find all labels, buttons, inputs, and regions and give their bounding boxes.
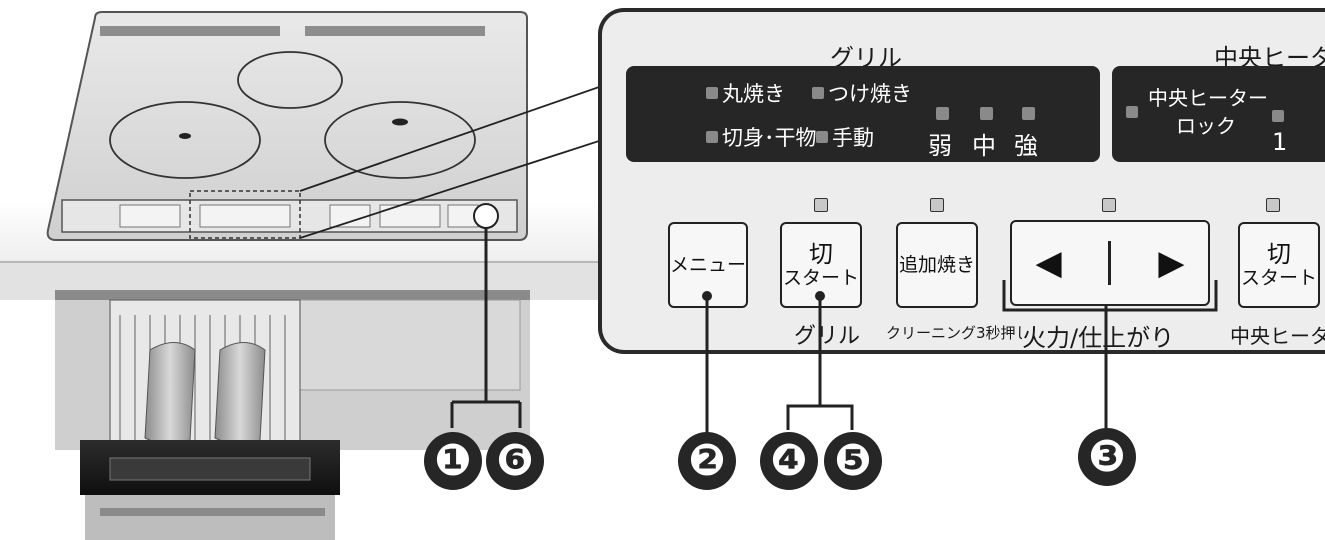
divider bbox=[1108, 241, 1112, 285]
center-caption: 中央ヒータ bbox=[1230, 324, 1325, 348]
mode-tsukeyaki: つけ焼き bbox=[812, 78, 912, 108]
heat-label-high: 強 bbox=[1014, 132, 1038, 160]
extra-bake-lamp bbox=[930, 198, 944, 212]
center-lock-label-2: ロック bbox=[1176, 114, 1236, 138]
lock-lamp bbox=[1126, 106, 1138, 118]
control-panel-zoom: グリル 中央ヒータ 丸焼き つけ焼き 切身･干物 手動 弱 中 強 中央ヒーター… bbox=[598, 8, 1325, 354]
center-start-button[interactable]: 切 スタート bbox=[1238, 222, 1320, 308]
heat-label-low: 弱 bbox=[928, 132, 952, 160]
extra-bake-button[interactable]: 追加焼き bbox=[896, 222, 978, 308]
center-heater-display: 中央ヒーター ロック 1 bbox=[1112, 66, 1325, 162]
heat-bracket bbox=[1002, 280, 1218, 312]
heat-adjust-lamp bbox=[1102, 198, 1116, 212]
center-start-lamp bbox=[1266, 198, 1280, 212]
grill-start-lamp bbox=[814, 198, 828, 212]
center-lock-label-1: 中央ヒーター bbox=[1148, 86, 1268, 110]
center-level-lamp bbox=[1272, 110, 1284, 122]
heat-lamp-high bbox=[1022, 107, 1035, 120]
heat-lamp-mid bbox=[980, 107, 993, 120]
callout-5: ❺ bbox=[824, 432, 882, 490]
center-level-label: 1 bbox=[1272, 128, 1288, 156]
heat-finish-caption: 火力/仕上がり bbox=[1022, 318, 1175, 350]
callout-1: ❶ bbox=[424, 432, 482, 490]
callout-4: ❹ bbox=[760, 432, 818, 490]
cooktop-illustration bbox=[0, 11, 600, 540]
callout-2: ❷ bbox=[678, 432, 736, 490]
mode-kirimi: 切身･干物 bbox=[706, 122, 817, 152]
callout-6: ❻ bbox=[486, 432, 544, 490]
left-arrow-icon[interactable]: ◀ bbox=[1035, 243, 1062, 283]
heat-adjust-button[interactable]: ◀ ▶ bbox=[1010, 220, 1210, 306]
mode-maruyaki: 丸焼き bbox=[706, 78, 785, 108]
mode-shudo: 手動 bbox=[816, 122, 874, 152]
callout-3: ❸ bbox=[1078, 428, 1136, 486]
grill-display: 丸焼き つけ焼き 切身･干物 手動 弱 中 強 bbox=[626, 66, 1100, 162]
cleaning-caption: クリーニング3秒押し bbox=[886, 324, 1031, 342]
heat-lamp-low bbox=[936, 107, 949, 120]
grill-caption: グリル bbox=[794, 324, 861, 349]
right-arrow-icon[interactable]: ▶ bbox=[1158, 243, 1185, 283]
heat-label-mid: 中 bbox=[972, 132, 996, 160]
